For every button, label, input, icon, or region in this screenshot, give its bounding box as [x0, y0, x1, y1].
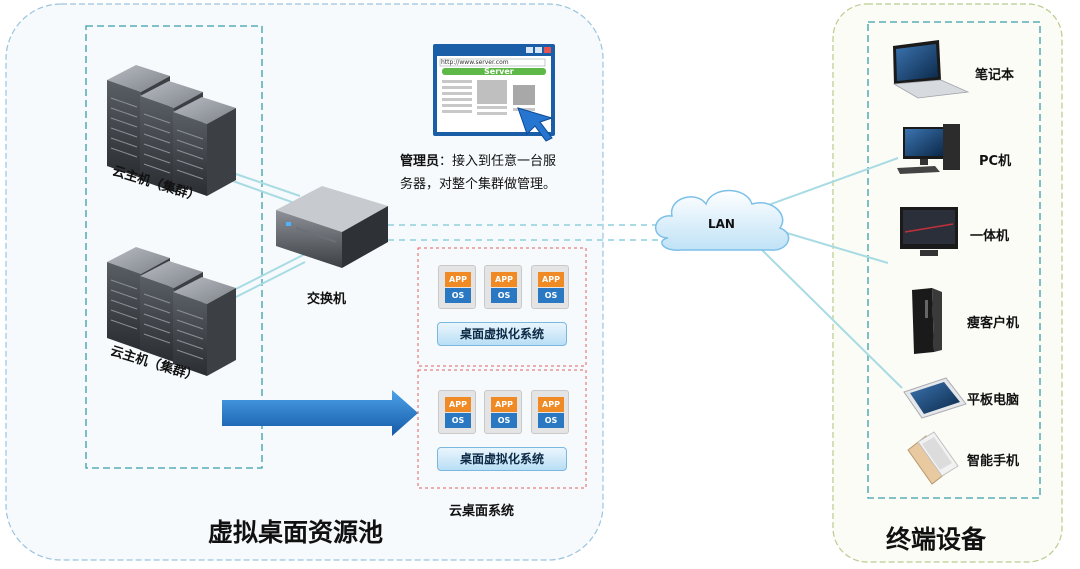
app-os-tile: APP OS [484, 390, 522, 434]
switch-lan-links [388, 224, 678, 241]
desktop-pc-icon [897, 124, 960, 174]
admin-line-1: ：接入到任意一台服 [439, 154, 557, 169]
app-os-tile: APP OS [484, 265, 522, 309]
app-block: APP [491, 397, 517, 412]
app-block: APP [445, 397, 471, 412]
terminal-inner-box [867, 21, 1041, 499]
browser-server-text: Server [484, 67, 514, 76]
app-block: APP [445, 272, 471, 287]
server-rack-group-2 [107, 247, 236, 376]
terminal-label-smartphone: 智能手机 [967, 454, 1020, 469]
server-cluster-box [85, 25, 263, 469]
smartphone-icon [907, 431, 959, 485]
desktop-system-box-2 [417, 369, 587, 489]
app-os-tile: APP OS [438, 265, 476, 309]
terminal-label-thin-client: 瘦客户机 [967, 316, 1020, 331]
app-block: APP [491, 272, 517, 287]
os-block: OS [445, 288, 471, 303]
admin-browser-icon [433, 44, 555, 142]
server-switch-links [229, 171, 306, 301]
cloud-desktop-system-label: 云桌面系统 [449, 504, 515, 519]
os-block: OS [445, 413, 471, 428]
terminal-devices-title: 终端设备 [886, 525, 987, 554]
app-block: APP [538, 397, 564, 412]
os-block: OS [491, 413, 517, 428]
switch-icon [276, 186, 388, 268]
tablet-icon [903, 377, 967, 419]
admin-line-2: 务器，对整个集群做管理。 [400, 177, 557, 192]
desktop-virtualization-system-1: 桌面虚拟化系统 [437, 322, 567, 346]
terminal-label-all-in-one: 一体机 [970, 229, 1010, 244]
terminal-label-tablet: 平板电脑 [967, 393, 1020, 408]
all-in-one-icon [900, 207, 958, 256]
server-rack-group-1 [107, 65, 236, 196]
lan-cloud-icon [655, 189, 790, 251]
laptop-icon [892, 40, 970, 99]
app-os-tile: APP OS [438, 390, 476, 434]
os-block: OS [491, 288, 517, 303]
resource-pool-title: 虚拟桌面资源池 [208, 518, 384, 547]
desktop-system-box-1 [417, 247, 587, 367]
os-block: OS [538, 288, 564, 303]
switch-label: 交换机 [307, 292, 347, 307]
browser-url-text: http://www.server.com [441, 59, 509, 66]
app-os-tile: APP OS [531, 265, 569, 309]
admin-name: 管理员 [400, 154, 440, 169]
terminal-label-laptop: 笔记本 [975, 68, 1015, 83]
os-block: OS [538, 413, 564, 428]
arrow-right-icon [222, 390, 418, 436]
app-os-tile: APP OS [531, 390, 569, 434]
desktop-virtualization-system-2: 桌面虚拟化系统 [437, 447, 567, 471]
thin-client-icon [912, 288, 942, 354]
terminal-container [832, 3, 1063, 563]
admin-description: 管理员：接入到任意一台服 务器，对整个集群做管理。 [400, 150, 600, 196]
lan-label: LAN [708, 217, 735, 231]
terminal-label-pc: PC机 [979, 154, 1012, 169]
lan-terminal-links [759, 157, 903, 389]
app-block: APP [538, 272, 564, 287]
